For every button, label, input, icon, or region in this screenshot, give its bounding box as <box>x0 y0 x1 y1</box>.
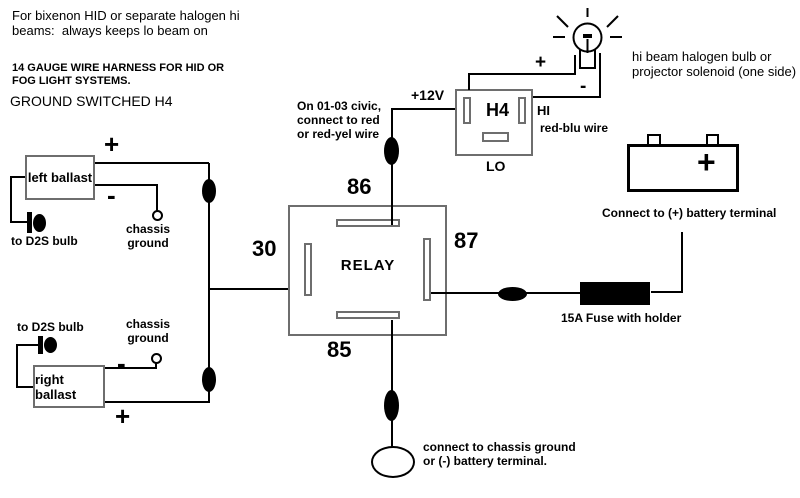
wire-12v-horizontal <box>392 108 456 110</box>
plus12v-label: +12V <box>411 87 445 103</box>
wire-right-ballast-plus <box>105 401 210 403</box>
note-ground-switched: GROUND SWITCHED H4 <box>10 93 173 109</box>
red-blu-wire-label: red-blu wire <box>540 121 609 135</box>
right-d2s-bulb-label: to D2S bulb <box>17 320 84 334</box>
battery-terminal-left <box>647 134 661 146</box>
relay-slot-right <box>423 238 431 301</box>
wire-left-bulb-lead-b <box>10 176 12 223</box>
relay-slot-bottom <box>336 311 400 319</box>
hi-beam-note: hi beam halogen bulb or projector soleno… <box>632 49 797 79</box>
wire-right-ballast-minus <box>105 367 157 369</box>
left-chassis-ground-label: chassis ground <box>125 222 171 250</box>
note-bixenon: For bixenon HID or separate halogen hi b… <box>12 8 240 38</box>
wire-right-bulb-lead-b <box>16 344 40 346</box>
right-ballast-box: right ballast <box>33 365 105 408</box>
bulb-minus-label: - <box>580 76 587 97</box>
relay-label: RELAY <box>340 257 396 274</box>
left-chassis-ground-terminal <box>152 210 163 221</box>
wire-left-bulb-lead-c <box>10 221 29 223</box>
right-ballast-label: right ballast <box>35 371 77 402</box>
battery-box <box>627 144 739 192</box>
wire-battery-horizontal <box>651 291 683 293</box>
right-ballast-minus-label: - <box>117 348 126 378</box>
fuse-label: 15A Fuse with holder <box>561 311 682 325</box>
fuse-body <box>580 282 650 305</box>
left-ballast-plus-label: + <box>104 129 120 159</box>
battery-terminal-right <box>706 134 719 146</box>
splice-connector-85 <box>384 390 399 421</box>
relay-pin-87-label: 87 <box>454 228 479 253</box>
wire-pin86-vertical <box>391 108 393 225</box>
left-ballast-label: left ballast <box>27 170 93 185</box>
wire-trunk-vertical <box>208 163 210 403</box>
bulb-plus-label: + <box>535 52 547 73</box>
relay-pin-86-label: 86 <box>347 174 372 199</box>
right-chassis-ground-terminal <box>151 353 162 364</box>
h4-slot-bottom <box>482 132 509 142</box>
civic-note: On 01-03 civic, connect to red or red-ye… <box>297 99 382 141</box>
splice-connector-top <box>202 179 216 203</box>
left-ballast-box: left ballast <box>25 155 95 200</box>
h4-label: H4 <box>486 100 510 120</box>
relay-slot-top <box>336 219 400 227</box>
wire-bulb-plus-horizontal <box>468 73 576 75</box>
h4-hi-label: HI <box>537 103 550 118</box>
h4-lo-label: LO <box>486 158 506 174</box>
left-d2s-bulb-label: to D2S bulb <box>11 234 78 248</box>
h4-slot-right <box>518 97 526 124</box>
note-harness: 14 GAUGE WIRE HARNESS FOR HID OR FOG LIG… <box>12 62 225 87</box>
wire-pin85 <box>391 320 393 447</box>
splice-connector-bottom <box>202 367 216 392</box>
ground-note: connect to chassis ground or (-) battery… <box>423 440 576 468</box>
wire-right-ground-drop <box>155 363 157 369</box>
relay-pin-30-label: 30 <box>252 236 277 261</box>
wire-pin30 <box>209 288 308 290</box>
wire-bulb-plus-vertical <box>574 55 576 75</box>
left-ballast-minus-label: - <box>107 180 116 210</box>
wire-left-ground-drop <box>156 184 158 211</box>
wire-battery-vertical <box>681 232 683 293</box>
battery-plus-label: + <box>697 144 716 180</box>
wire-h4-top-vertical <box>468 73 470 90</box>
right-chassis-ground-label: chassis ground <box>125 317 171 345</box>
h4-slot-left <box>463 97 471 124</box>
wire-right-bulb-lead-a <box>16 344 18 388</box>
wire-left-ballast-plus <box>95 162 209 164</box>
splice-connector-86 <box>384 137 399 165</box>
relay-pin-85-label: 85 <box>327 337 352 362</box>
wire-left-bulb-lead-a <box>10 176 25 178</box>
right-ballast-plus-label: + <box>115 401 131 431</box>
battery-note: Connect to (+) battery terminal <box>602 206 777 220</box>
wire-right-bulb-lead-c <box>16 386 33 388</box>
wire-bulb-minus-vertical <box>599 53 601 98</box>
ground-terminal-ellipse <box>371 446 415 478</box>
splice-connector-87 <box>498 287 527 301</box>
wire-left-ballast-minus <box>95 184 158 186</box>
relay-slot-left <box>304 243 312 296</box>
wire-hi-horizontal <box>533 96 601 98</box>
hi-beam-bulb-icon <box>553 8 622 69</box>
